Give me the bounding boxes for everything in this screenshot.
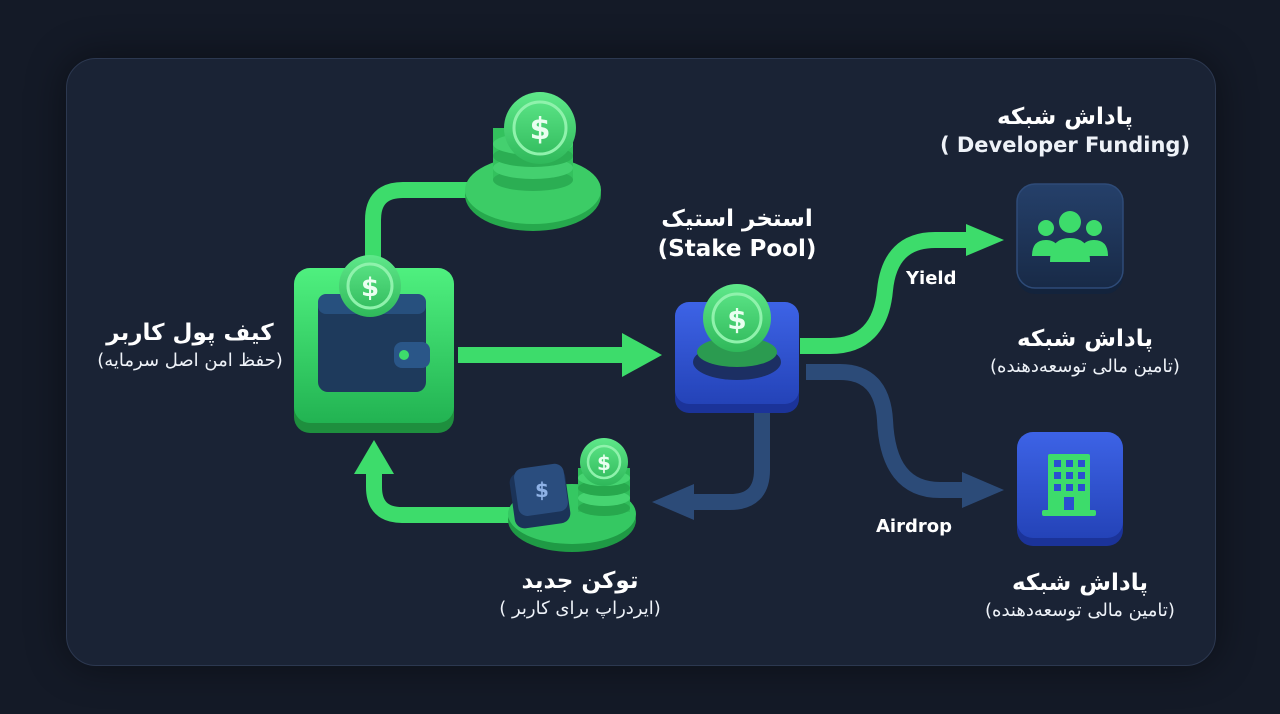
dev-reward-top-title: پاداش شبکه	[996, 104, 1134, 130]
airdrop-label: Airdrop	[876, 516, 952, 537]
stake-pool-box: $	[675, 284, 799, 413]
coin-stack-top: $	[465, 92, 601, 231]
dev-reward-bottom-subtitle: (تامین مالی توسعه‌دهنده)	[985, 600, 1175, 621]
dev-reward-bottom-title: پاداش شبکه	[1011, 570, 1149, 596]
dev-reward-mid-label: پاداش شبکه (تامین مالی توسعه‌دهنده)	[955, 324, 1215, 380]
wallet-box: $	[294, 255, 454, 433]
dev-reward-bottom-label: پاداش شبکه (تامین مالی توسعه‌دهنده)	[945, 568, 1215, 624]
stake-pool-title: استخر استیک	[661, 206, 813, 232]
stake-pool-subtitle: (Stake Pool)	[657, 236, 817, 262]
arrow-pool-to-new-token	[652, 412, 770, 520]
new-token-stack: $ $	[508, 438, 636, 552]
arrow-token-to-wallet	[354, 440, 510, 523]
wallet-subtitle: (حفظ امن اصل سرمایه)	[97, 350, 283, 371]
dollar-icon: $	[361, 273, 379, 303]
dev-reward-top-label: پاداش شبکه ( Developer Funding)	[925, 102, 1205, 158]
wallet-title: کیف پول کاربر	[106, 320, 274, 346]
arrow-pool-to-airdrop	[806, 364, 1004, 508]
wallet-label: کیف پول کاربر (حفظ امن اصل سرمایه)	[60, 318, 320, 374]
building-box	[1017, 432, 1123, 546]
new-token-label: توکن جدید (ایردراپ برای کاربر )	[460, 566, 700, 622]
new-token-subtitle: (ایردراپ برای کاربر )	[499, 598, 661, 619]
dollar-icon: $	[535, 478, 549, 502]
dev-reward-mid-title: پاداش شبکه	[1016, 326, 1154, 352]
arrow-wallet-to-pool	[458, 333, 662, 377]
arrow-pool-to-developer	[800, 224, 1004, 354]
dev-reward-top-subtitle: ( Developer Funding)	[939, 133, 1191, 157]
dollar-icon: $	[597, 451, 611, 475]
people-group-icon	[1032, 211, 1108, 262]
stake-pool-label: استخر استیک (Stake Pool)	[627, 204, 847, 264]
people-box	[1016, 183, 1124, 294]
dollar-icon: $	[727, 303, 746, 336]
yield-label: Yield	[906, 268, 957, 289]
dev-reward-mid-subtitle: (تامین مالی توسعه‌دهنده)	[990, 356, 1180, 377]
new-token-title: توکن جدید	[521, 568, 639, 594]
arrow-wallet-to-coins	[365, 182, 470, 258]
dollar-icon: $	[530, 112, 551, 147]
